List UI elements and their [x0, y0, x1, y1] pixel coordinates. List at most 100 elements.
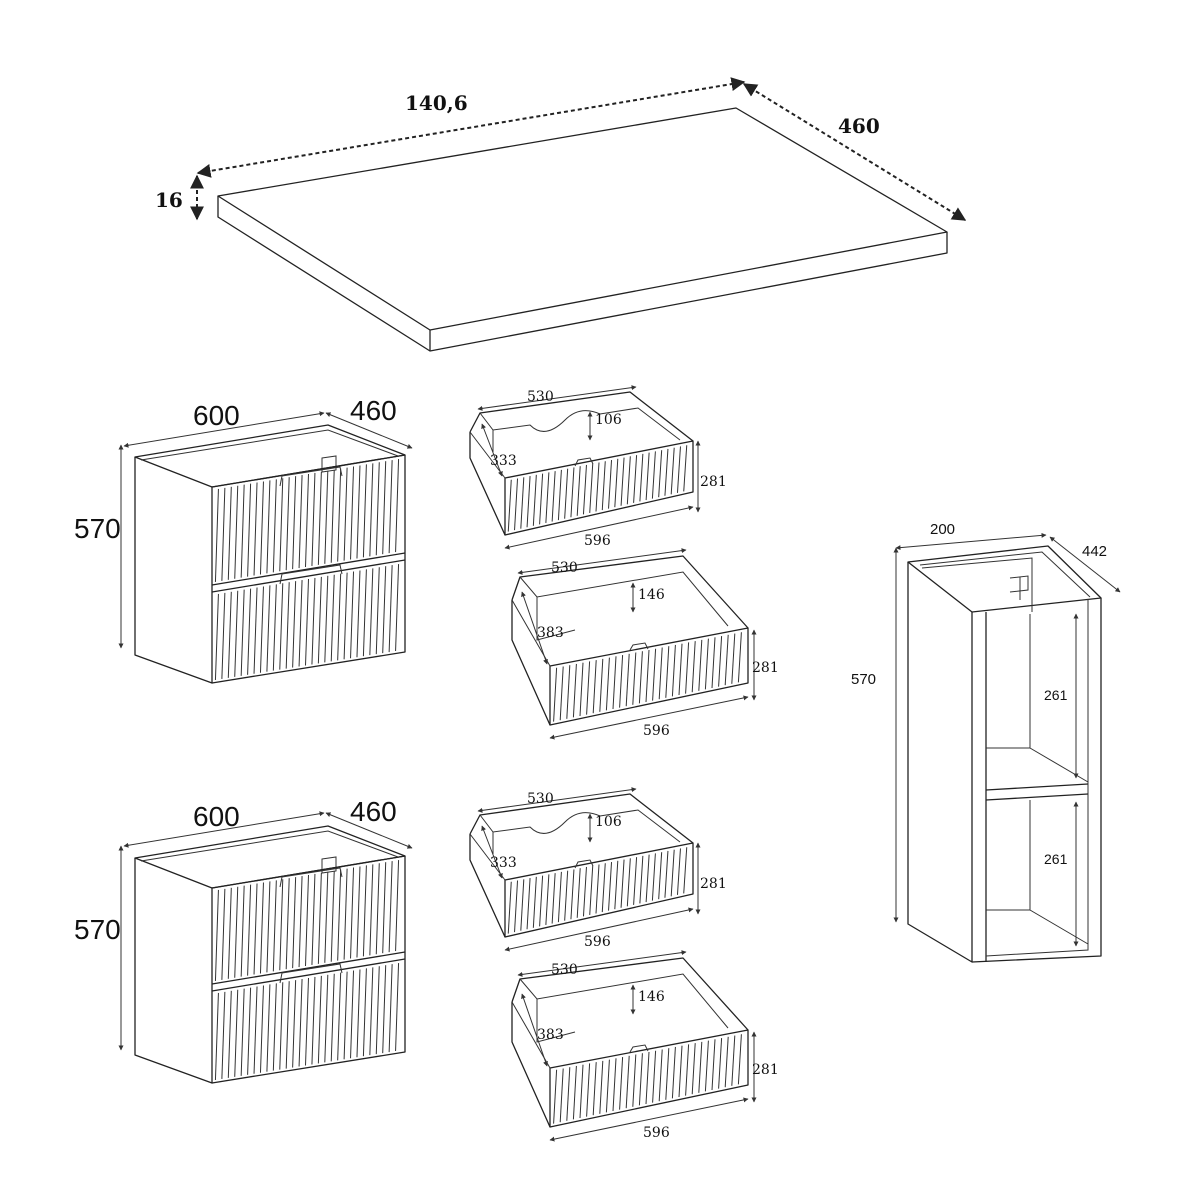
- flute-groove: [526, 476, 531, 528]
- flute-groove: [279, 478, 284, 572]
- drawer-lower-deep: 530 146 383 281 596: [511, 548, 779, 740]
- flute-groove: [240, 484, 245, 578]
- drawer-depth-label: 333: [490, 855, 517, 871]
- flute-groove: [652, 1050, 657, 1103]
- drawer-depth-label: 383: [537, 625, 564, 641]
- drawer-fluted-front: [507, 847, 688, 934]
- countertop-thickness-label: 16: [155, 188, 183, 212]
- flute-groove: [253, 482, 258, 576]
- flute-groove: [678, 643, 683, 696]
- flute-groove: [330, 574, 335, 662]
- flute-groove: [221, 592, 226, 679]
- flute-groove: [298, 580, 303, 667]
- flute-groove: [731, 1035, 736, 1086]
- flute-groove: [619, 655, 624, 708]
- flute-groove: [253, 986, 258, 1074]
- flute-groove: [253, 883, 258, 975]
- flute-groove: [685, 1044, 690, 1096]
- flute-groove: [638, 1053, 643, 1106]
- flute-groove: [330, 973, 335, 1062]
- flute-groove: [343, 467, 348, 561]
- cabinet-fluted-front-lower: [214, 963, 400, 1080]
- flute-groove: [651, 853, 656, 901]
- flute-groove: [599, 658, 604, 712]
- flute-groove: [670, 849, 675, 897]
- flute-groove: [337, 573, 342, 661]
- flute-groove: [279, 879, 284, 971]
- side-shelf-cabinet: 200 442 570 261 261: [851, 521, 1121, 963]
- flute-groove: [639, 453, 644, 502]
- flute-groove: [678, 1045, 683, 1098]
- drawer-front-height-label: 281: [700, 876, 727, 892]
- flute-groove: [658, 852, 663, 900]
- flute-groove: [671, 1046, 676, 1099]
- flute-groove: [272, 479, 277, 573]
- drawer-front-width-label: 596: [643, 723, 670, 739]
- flute-groove: [221, 991, 226, 1079]
- cabinet-body: [134, 825, 406, 1084]
- flute-groove: [539, 875, 544, 927]
- flute-groove: [514, 880, 519, 933]
- flute-groove: [658, 450, 663, 498]
- flute-groove: [576, 466, 581, 516]
- flute-groove: [601, 461, 606, 511]
- drawer-side-height-label: 146: [638, 587, 665, 603]
- drawer-depth-line: [521, 591, 548, 665]
- cabinet-depth-label: 460: [350, 395, 397, 426]
- flute-groove: [559, 666, 564, 721]
- flute-groove: [704, 638, 709, 690]
- flute-groove: [676, 446, 681, 493]
- drawer-inner-width-line: [517, 548, 687, 575]
- flute-groove: [337, 869, 342, 961]
- flute-groove: [240, 885, 245, 977]
- drawer-depth-line: [481, 825, 503, 879]
- countertop-drawing: 140,6 460 16: [155, 77, 967, 352]
- flute-groove: [632, 1054, 637, 1107]
- flute-groove: [633, 857, 638, 905]
- flute-groove: [221, 487, 226, 581]
- flute-groove: [601, 863, 606, 913]
- flute-groove: [266, 480, 271, 574]
- flute-groove: [718, 1038, 723, 1089]
- flute-groove: [595, 864, 600, 914]
- flute-groove: [619, 1057, 624, 1110]
- drawer-depth-label: 333: [490, 453, 517, 469]
- flute-groove: [665, 646, 670, 698]
- flute-groove: [343, 971, 348, 1060]
- flute-groove: [375, 567, 380, 655]
- flute-groove: [311, 976, 316, 1065]
- flute-groove: [605, 657, 610, 711]
- flute-groove: [645, 854, 650, 903]
- vanity-cabinet-upper: 600 460 570: [74, 395, 413, 684]
- flute-groove: [553, 1069, 558, 1124]
- flute-groove: [553, 667, 558, 722]
- flute-groove: [272, 584, 277, 671]
- flute-groove: [595, 462, 600, 512]
- flute-groove: [298, 876, 303, 968]
- flute-groove: [285, 981, 290, 1069]
- cabinet-width-label: 600: [193, 400, 240, 431]
- drawer-fluted-front: [553, 632, 742, 722]
- flute-groove: [324, 871, 329, 963]
- flute-groove: [698, 639, 703, 691]
- flute-groove: [532, 474, 537, 526]
- flute-groove: [566, 1067, 571, 1121]
- flute-groove: [362, 865, 367, 957]
- flute-groove: [382, 965, 387, 1054]
- flute-groove: [676, 848, 681, 895]
- drawer-front-width-line: [549, 1097, 749, 1142]
- countertop-depth-label: 460: [838, 114, 880, 138]
- flute-groove: [599, 1060, 604, 1114]
- side-cabinet-height-label: 570: [851, 671, 876, 688]
- flute-groove: [576, 868, 581, 918]
- flute-groove: [639, 855, 644, 904]
- flute-groove: [214, 992, 219, 1080]
- flute-groove: [592, 660, 597, 714]
- flute-groove: [626, 858, 631, 907]
- flute-groove: [731, 633, 736, 684]
- flute-groove: [279, 982, 284, 1070]
- flute-groove: [670, 447, 675, 495]
- flute-groove: [350, 571, 355, 659]
- flute-groove: [305, 874, 309, 967]
- flute-groove: [572, 663, 577, 718]
